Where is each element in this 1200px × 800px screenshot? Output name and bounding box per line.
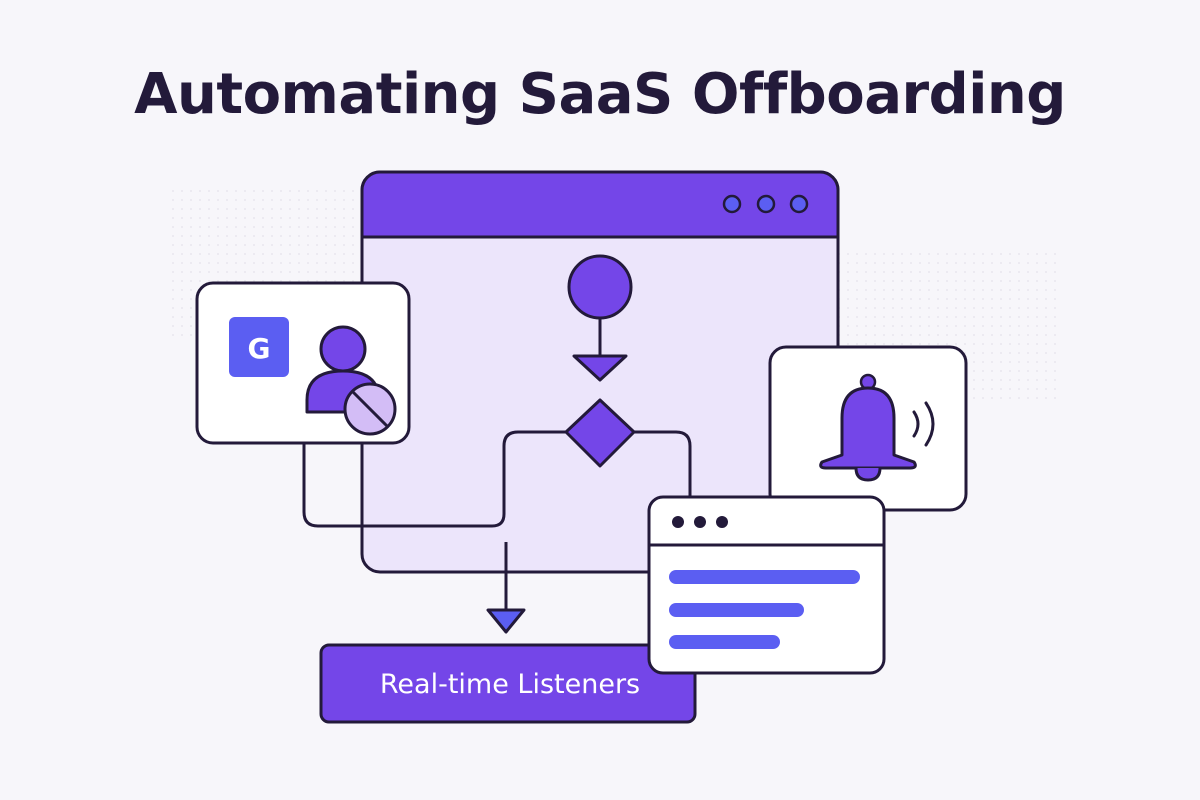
google-icon: [229, 317, 289, 377]
window-dots-icon: [722, 194, 809, 214]
log-line: [669, 603, 804, 617]
log-line: [669, 570, 860, 584]
realtime-listeners-button[interactable]: Real-time Listeners: [319, 643, 697, 724]
google-logo-letter: G: [248, 332, 271, 365]
bell-icon: [819, 373, 935, 482]
google-user-card: G: [195, 281, 411, 445]
notification-card: [768, 345, 968, 512]
arrow-down-icon: [486, 608, 526, 634]
flow-arrow: [572, 354, 628, 382]
flow-decision-node: [564, 398, 636, 468]
log-window: [647, 495, 886, 675]
window-dots-icon: [672, 516, 728, 528]
window-titlebar: [360, 170, 840, 239]
user-remove-icon: [305, 325, 397, 436]
flow-start-node: [567, 254, 633, 320]
page-title: Automating SaaS Offboarding: [134, 62, 1066, 127]
log-line: [669, 635, 780, 649]
realtime-listeners-label: Real-time Listeners: [380, 669, 640, 700]
flow-connectors: [302, 318, 692, 610]
